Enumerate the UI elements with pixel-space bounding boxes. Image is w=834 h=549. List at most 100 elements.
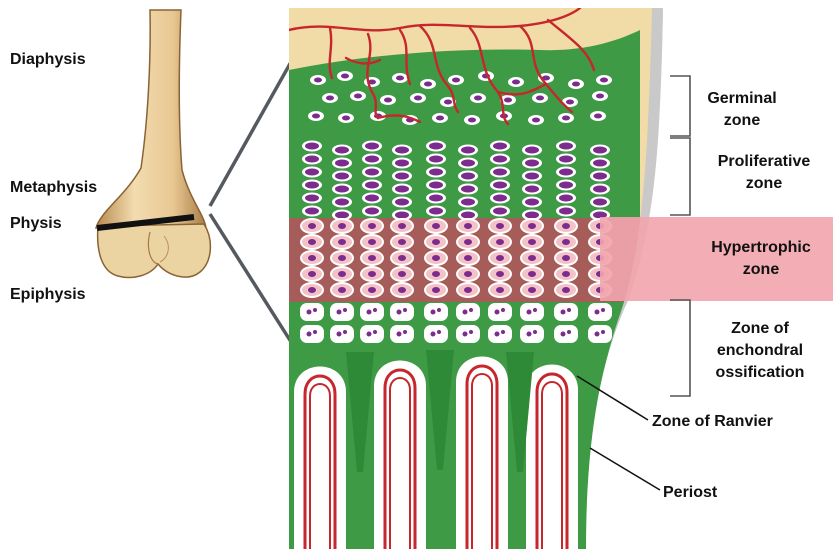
ossifying-cell [456,325,480,343]
germinal-nucleus [444,100,452,105]
proliferative-nucleus [525,147,539,154]
proliferative-nucleus [493,169,507,176]
proliferative-nucleus [335,173,349,180]
ossifying-nucleus-fragment [527,332,532,337]
proliferative-nucleus [429,195,443,202]
germinal-nucleus [312,114,320,119]
hypertrophic-nucleus [464,223,472,229]
ossifying-cell [360,303,384,321]
hypertrophic-nucleus [398,239,406,245]
hypertrophic-nucleus [562,255,570,261]
ossifying-cell [390,303,414,321]
label-ossification-zone: Zone of enchondral ossification [706,318,814,384]
ossifying-nucleus-fragment [397,310,402,315]
germinal-nucleus [424,82,432,87]
hypertrophic-nucleus [308,255,316,261]
germinal-nucleus [566,100,574,105]
hypertrophic-nucleus [528,271,536,277]
ossifying-cell [488,303,512,321]
hypertrophic-nucleus [562,271,570,277]
germinal-nucleus [314,78,322,83]
proliferative-nucleus [593,147,607,154]
label-zone-of-ranvier: Zone of Ranvier [652,411,773,432]
label-epiphysis: Epiphysis [10,284,86,305]
proliferative-nucleus [335,212,349,219]
ossifying-cell [456,303,480,321]
ossifying-nucleus-fragment [469,308,473,312]
label-germinal-zone: Germinal zone [702,88,782,132]
label-hypertrophic-line2: zone [705,259,817,281]
germinal-nucleus [512,80,520,85]
proliferative-nucleus [429,182,443,189]
hypertrophic-nucleus [464,271,472,277]
femur-bone [96,10,210,278]
proliferative-nucleus [559,182,573,189]
zoom-line-bottom [210,214,293,345]
label-proliferative-line2: zone [702,173,826,195]
ossifying-cell [360,325,384,343]
proliferative-nucleus [559,143,573,150]
ossifying-cell [588,303,612,321]
hypertrophic-nucleus [562,287,570,293]
germinal-nucleus [384,98,392,103]
hypertrophic-nucleus [528,255,536,261]
ossifying-nucleus-fragment [595,310,600,315]
germinal-nucleus [341,74,349,79]
ossifying-nucleus-fragment [343,308,347,312]
proliferative-nucleus [493,195,507,202]
label-germinal-line1: Germinal [702,88,782,110]
bone-trabecula [294,367,346,549]
proliferative-nucleus [593,186,607,193]
hypertrophic-nucleus [368,223,376,229]
ossifying-nucleus-fragment [501,330,505,334]
label-hypertrophic-zone: Hypertrophic zone [705,237,817,281]
proliferative-nucleus [395,160,409,167]
hypertrophic-nucleus [464,287,472,293]
ossifying-cell [488,325,512,343]
germinal-nucleus [436,116,444,121]
hypertrophic-nucleus [496,271,504,277]
proliferative-nucleus [305,156,319,163]
proliferative-nucleus [429,169,443,176]
proliferative-nucleus [493,182,507,189]
ossifying-cell [300,303,324,321]
proliferative-nucleus [461,212,475,219]
hypertrophic-nucleus [528,239,536,245]
proliferative-nucleus [305,143,319,150]
ossifying-cell [588,325,612,343]
label-proliferative-zone: Proliferative zone [702,151,826,195]
ossifying-nucleus-fragment [561,332,566,337]
ossifying-nucleus-fragment [313,330,317,334]
hypertrophic-nucleus [338,287,346,293]
hypertrophic-nucleus [368,255,376,261]
hypertrophic-nucleus [432,239,440,245]
label-hypertrophic-line1: Hypertrophic [705,237,817,259]
germinal-nucleus [562,116,570,121]
ossifying-nucleus-fragment [463,332,468,337]
proliferative-nucleus [395,199,409,206]
proliferative-nucleus [335,186,349,193]
hypertrophic-nucleus [308,287,316,293]
proliferative-nucleus [593,199,607,206]
proliferative-nucleus [559,195,573,202]
proliferative-nucleus [395,212,409,219]
germinal-nucleus [536,96,544,101]
hypertrophic-nucleus [338,271,346,277]
femur-condyles [98,224,211,278]
label-metaphysis: Metaphysis [10,177,97,198]
hypertrophic-nucleus [562,239,570,245]
germinal-nucleus [452,78,460,83]
hypertrophic-nucleus [528,287,536,293]
hypertrophic-nucleus [432,287,440,293]
proliferative-nucleus [559,156,573,163]
ossifying-cell [520,325,544,343]
proliferative-nucleus [365,143,379,150]
ossifying-nucleus-fragment [307,332,312,337]
proliferative-nucleus [365,195,379,202]
hypertrophic-nucleus [432,271,440,277]
hypertrophic-nucleus [432,255,440,261]
ossifying-nucleus-fragment [601,330,605,334]
hypertrophic-nucleus [432,223,440,229]
hypertrophic-nucleus [308,271,316,277]
